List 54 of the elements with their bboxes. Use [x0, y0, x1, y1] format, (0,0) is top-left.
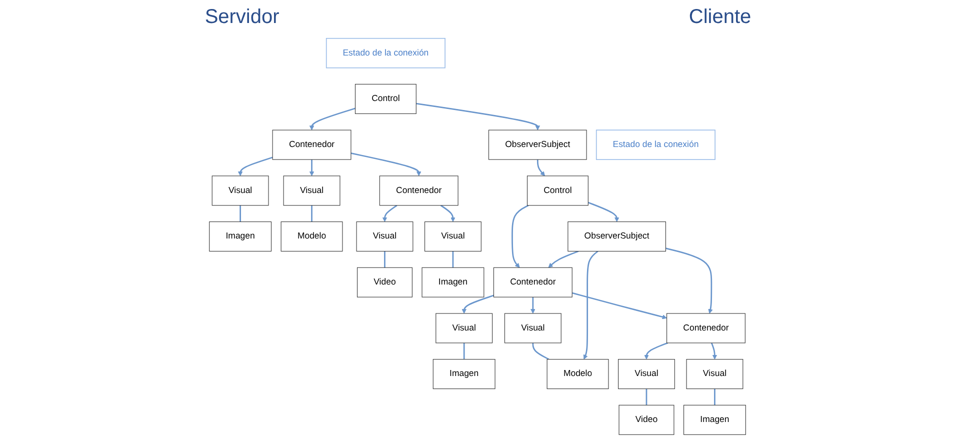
connector [714, 388, 716, 406]
arrow [512, 204, 530, 268]
node-box: Contenedor [494, 267, 573, 298]
arrow [584, 250, 599, 360]
node-box: Visual [212, 176, 270, 206]
node-box: Visual [618, 359, 676, 390]
node-box: Modelo [547, 359, 610, 390]
connector [646, 388, 648, 406]
arrow [572, 292, 668, 320]
node-box: Modelo [281, 222, 344, 252]
connector [240, 205, 242, 222]
node-box: Estado de la conexión [596, 130, 716, 160]
arrow [310, 160, 315, 176]
node-box: Video [357, 267, 413, 298]
node-box: Contenedor [380, 176, 459, 206]
node-box: ObserverSubject [568, 222, 666, 252]
node-box: Contenedor [666, 313, 746, 344]
arrow [588, 202, 620, 222]
arrow [416, 102, 541, 130]
arrow [644, 342, 668, 360]
node-box: Visual [424, 222, 482, 252]
heading-label: Cliente [688, 6, 752, 28]
heading-label: Servidor [204, 6, 280, 28]
node-box: Imagen [210, 222, 272, 252]
connector [452, 251, 454, 268]
arrow [440, 204, 456, 222]
node-box: ObserverSubject [488, 130, 588, 160]
arrow [531, 297, 536, 314]
connector [532, 342, 550, 360]
node-box: Control [355, 84, 417, 114]
arrow [351, 152, 422, 176]
arrow [537, 160, 546, 176]
arrow [462, 294, 494, 314]
node-box: Visual [436, 313, 494, 344]
arrow [711, 342, 718, 360]
node-box: Imagen [433, 359, 496, 390]
arrow [382, 204, 398, 222]
connector [312, 205, 313, 222]
node-box: Control [527, 176, 589, 206]
node-box: Imagen [684, 404, 746, 435]
node-box: Estado de la conexión [326, 38, 446, 68]
arrow [238, 156, 274, 176]
connector [384, 251, 386, 268]
node-box: Contenedor [272, 130, 352, 160]
node-box: Video [619, 404, 675, 435]
arrow [310, 108, 356, 130]
node-box: Imagen [422, 267, 485, 298]
node-box: Visual [686, 359, 744, 390]
node-box: Visual [504, 313, 562, 344]
connector [464, 342, 466, 360]
node-box: Visual [284, 176, 341, 206]
arrow [548, 250, 580, 268]
node-box: Visual [356, 222, 414, 252]
arrow [666, 248, 714, 314]
